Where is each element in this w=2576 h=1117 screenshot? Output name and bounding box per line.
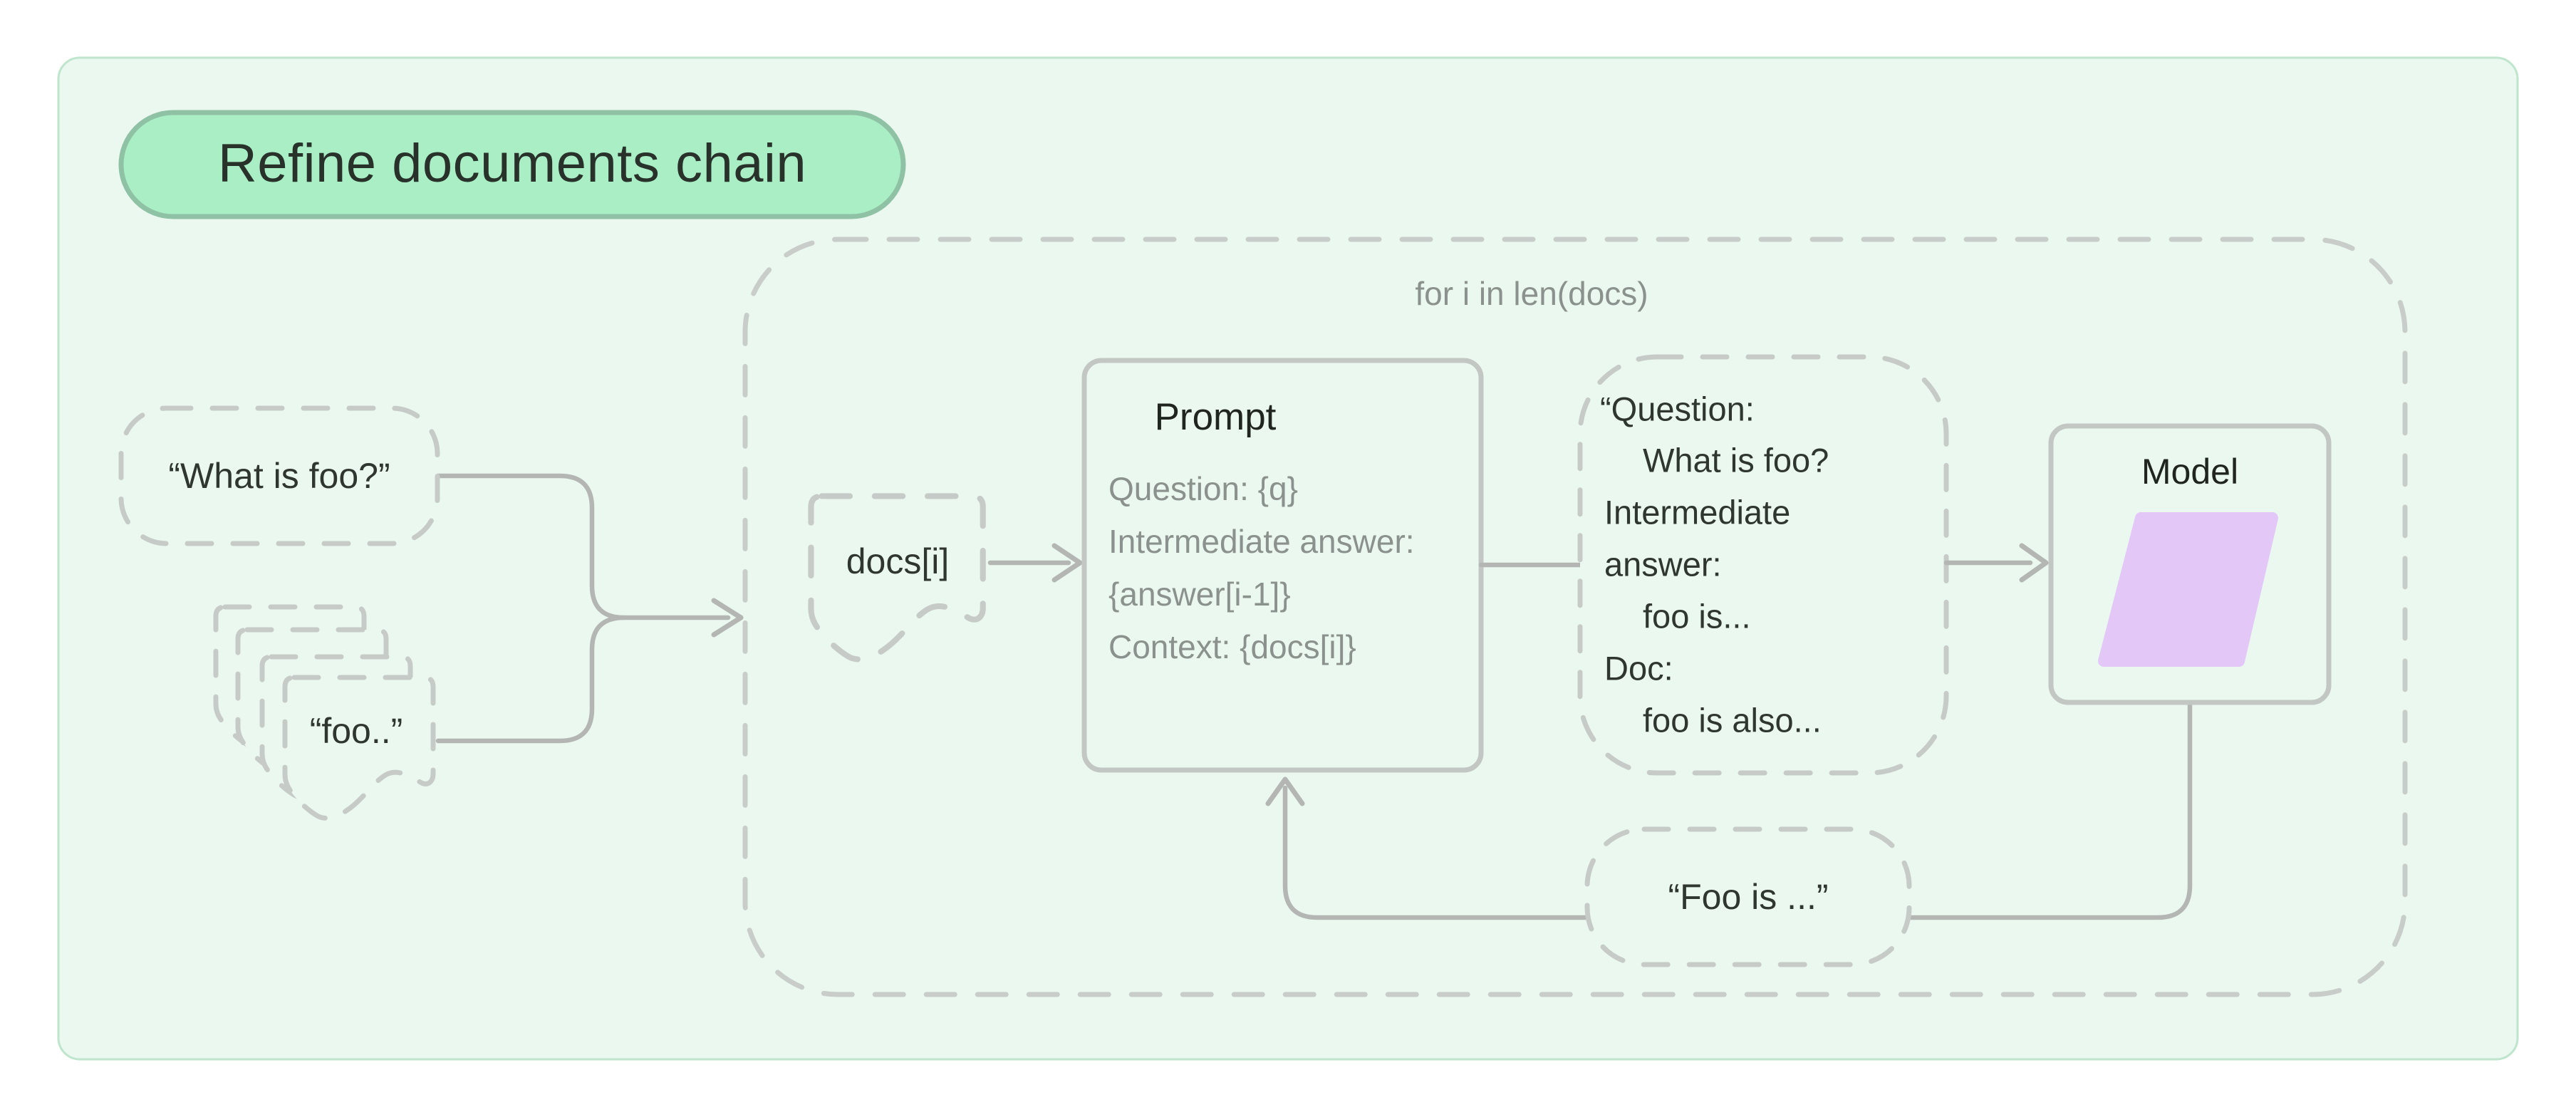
- doc-item: docs[i]: [811, 496, 982, 659]
- docs-stack-label: “foo..”: [310, 711, 403, 751]
- answer-bubble: “Foo is ...”: [1584, 826, 1912, 967]
- model-title: Model: [2141, 452, 2238, 492]
- arrowhead-into-loop-icon: [711, 598, 744, 638]
- answer-bubble-outline: [1584, 826, 1912, 967]
- prompt-line: Context: {docs[i]}: [1108, 628, 1356, 665]
- filled-prompt-bubble: “Question: What is foo? Intermediate ans…: [1577, 354, 1949, 776]
- filled-prompt-line: foo is...: [1643, 597, 1751, 635]
- arrowhead-into-model-icon: [2019, 543, 2049, 583]
- filled-prompt-line: answer:: [1604, 545, 1722, 583]
- question-bubble: “What is foo?”: [118, 405, 440, 546]
- prompt-title: Prompt: [1155, 396, 1277, 438]
- answer-bubble-label: “Foo is ...”: [1668, 877, 1828, 917]
- model-box: Model: [2048, 423, 2332, 705]
- filled-prompt-line: What is foo?: [1643, 441, 1829, 479]
- prompt-line: Question: {q}: [1108, 470, 1298, 507]
- arrowhead-into-prompt-icon: [1051, 543, 1083, 583]
- filled-prompt-line: Doc:: [1604, 649, 1673, 687]
- prompt-line: {answer[i-1]}: [1108, 576, 1291, 613]
- arrowhead-feedback-up-icon: [1265, 776, 1305, 806]
- connector-docs-merge: [435, 615, 627, 744]
- filled-prompt-line: Intermediate: [1604, 493, 1790, 531]
- filled-prompt-line: “Question:: [1600, 390, 1755, 427]
- loop-boundary: [742, 237, 2408, 997]
- prompt-line: Intermediate answer:: [1108, 523, 1415, 560]
- title-badge-pill: [118, 110, 906, 219]
- prompt-box: Prompt Question: {q} Intermediate answer…: [1081, 358, 1484, 773]
- loop-label: for i in len(docs): [1415, 275, 1648, 312]
- question-bubble-outline: [118, 405, 440, 546]
- model-parallelogram-icon: [2098, 512, 2278, 667]
- doc-item-label: docs[i]: [846, 541, 950, 581]
- title-badge: Refine documents chain: [118, 110, 906, 219]
- docs-stack-icon: “foo..”: [216, 607, 433, 818]
- question-bubble-label: “What is foo?”: [168, 456, 390, 496]
- prompt-box-outline: [1081, 358, 1484, 773]
- connector-question-merge: [435, 473, 731, 620]
- title-badge-label: Refine documents chain: [218, 133, 806, 194]
- filled-prompt-line: foo is also...: [1643, 701, 1822, 739]
